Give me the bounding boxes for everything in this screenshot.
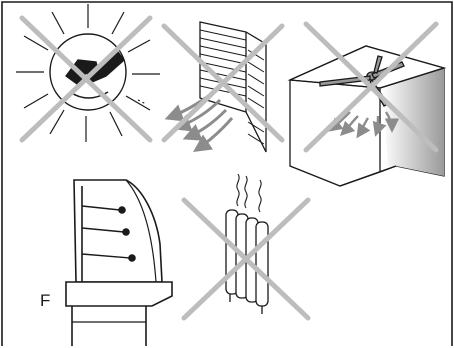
figure-label: F <box>40 291 50 310</box>
sun-icon <box>16 4 160 142</box>
sun-cross-mark <box>19 15 153 143</box>
fan-airflow-arrows <box>327 111 400 139</box>
fan-cross-mark <box>303 21 439 153</box>
ceiling-fan-icon <box>287 45 447 187</box>
radiator-cross-mark <box>181 197 311 321</box>
vent-cross-mark <box>161 23 285 143</box>
vent-airflow-icon <box>199 21 267 153</box>
display-case-icon <box>65 179 173 346</box>
